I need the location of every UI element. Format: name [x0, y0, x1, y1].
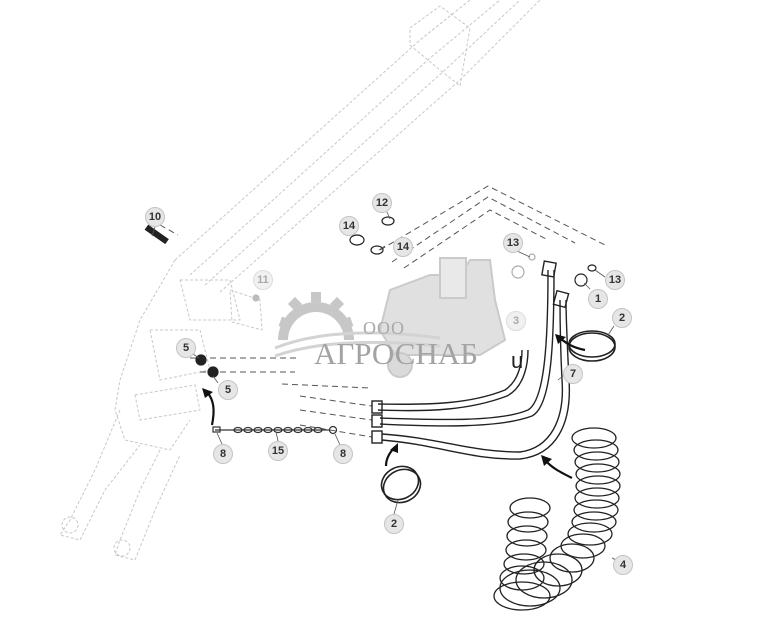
callout-13: 13 [605, 270, 625, 290]
gear-icon [278, 292, 354, 340]
field-stripes [274, 331, 441, 358]
callout-8: 8 [333, 444, 353, 464]
callout-8: 8 [213, 444, 233, 464]
callout-14: 14 [339, 216, 359, 236]
hose-clamp-rings [380, 330, 616, 504]
callout-5: 5 [218, 380, 238, 400]
callout-13: 13 [503, 233, 523, 253]
callout-1: 1 [588, 289, 608, 309]
callout-leaders [151, 211, 615, 515]
callout-11: 11 [253, 270, 273, 290]
coil-spring-guard [493, 427, 621, 611]
callout-3: 3 [506, 311, 526, 331]
callout-4: 4 [613, 555, 633, 575]
stray-glyph: u [511, 348, 524, 373]
callout-2: 2 [384, 514, 404, 534]
callout-10: 10 [145, 207, 165, 227]
callout-15: 15 [268, 441, 288, 461]
callout-2: 2 [612, 308, 632, 328]
callout-12: 12 [372, 193, 392, 213]
hydraulic-hoses [371, 260, 571, 460]
callout-5: 5 [176, 338, 196, 358]
combine-harvester-icon [378, 257, 507, 378]
callout-7: 7 [563, 364, 583, 384]
safety-chain [212, 425, 338, 435]
watermark-logo [274, 257, 507, 378]
watermark-prefix: ООО [363, 318, 405, 338]
arrow-heads [202, 334, 566, 466]
boom-arm-outline [59, 0, 541, 561]
watermark-name: АГРОСНАБ [314, 336, 478, 371]
callout-14: 14 [393, 237, 413, 257]
